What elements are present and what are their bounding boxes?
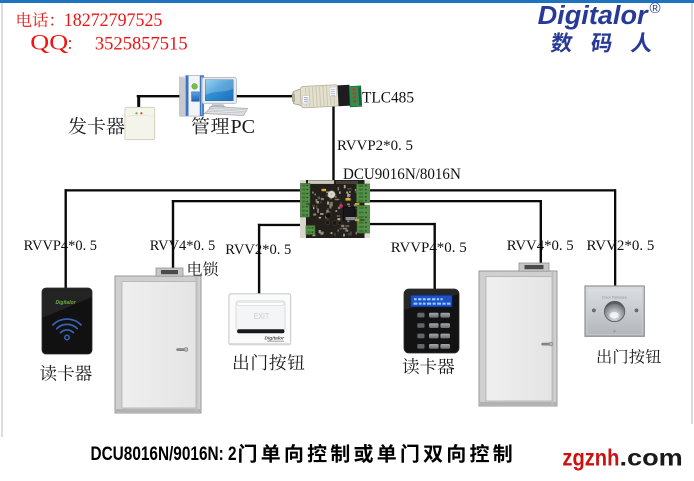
svg-text:®: ® <box>650 0 661 17</box>
svg-text:RVV4*0. 5: RVV4*0. 5 <box>150 238 216 254</box>
svg-text:Digitalor: Digitalor <box>265 335 286 341</box>
svg-text:18272797525: 18272797525 <box>64 10 163 31</box>
svg-text:RVVP4*0. 5: RVVP4*0. 5 <box>24 238 97 254</box>
svg-text:EXIT: EXIT <box>254 312 269 321</box>
svg-text:PC: PC <box>231 117 256 138</box>
svg-text:3525857515: 3525857515 <box>95 34 188 55</box>
svg-text:TLC485: TLC485 <box>362 90 414 107</box>
svg-text:RVV2*0. 5: RVV2*0. 5 <box>587 238 655 254</box>
svg-text:RVVP2*0. 5: RVVP2*0. 5 <box>337 138 413 154</box>
svg-text:Door Release: Door Release <box>602 296 627 300</box>
svg-text:.com: .com <box>620 445 683 471</box>
svg-text:DCU9016N/8016N: DCU9016N/8016N <box>343 166 461 183</box>
svg-text:QQ: QQ <box>30 30 68 55</box>
svg-text:Digitalor: Digitalor <box>538 2 650 30</box>
svg-text:RVVP4*0. 5: RVVP4*0. 5 <box>391 240 467 256</box>
svg-text:Digitalor: Digitalor <box>56 300 77 306</box>
svg-text:zgznh: zgznh <box>562 445 619 471</box>
svg-text:DCU8016N/9016N: 2: DCU8016N/9016N: 2 <box>91 444 237 465</box>
